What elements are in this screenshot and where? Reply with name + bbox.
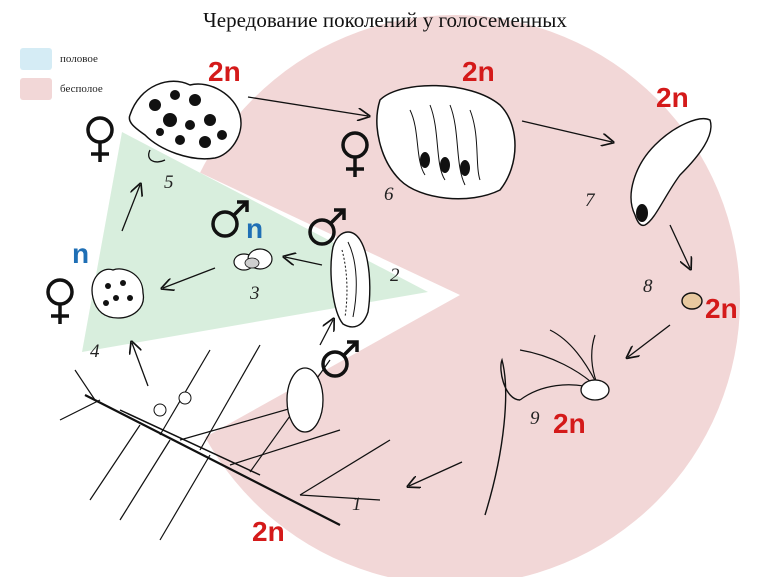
- stage-number: 7: [585, 190, 595, 211]
- stage-number: 6: [384, 184, 394, 205]
- ploidy-label: 2n: [705, 293, 738, 324]
- fertilized-cone-scale-illustration: [376, 84, 516, 200]
- male-symbol-icon: [211, 200, 249, 238]
- stage-number: 4: [90, 341, 100, 362]
- female-cone-scale-illustration: [128, 80, 242, 163]
- arrow-9-to-1: [409, 461, 463, 486]
- legend-swatch-asexual: [20, 78, 52, 100]
- stage-number: 5: [164, 172, 174, 193]
- legend-label-sexual: половое: [60, 53, 98, 65]
- arrow-8-to-9: [628, 324, 671, 357]
- arrow-1-to-2: [319, 320, 333, 346]
- stage-number: 9: [530, 408, 540, 429]
- diagram-title: Чередование поколений у голосеменных: [203, 8, 567, 32]
- ploidy-label: n: [72, 238, 90, 269]
- ploidy-label: 2n: [656, 82, 689, 113]
- arrow-3-to-4: [163, 267, 216, 288]
- ovule-illustration: [91, 268, 145, 319]
- ploidy-label: n: [246, 213, 264, 244]
- arrow-5-to-6: [247, 96, 368, 116]
- female-symbol-icon: [86, 116, 114, 162]
- legend-swatch-sexual: [20, 48, 52, 70]
- ploidy-label: 2n: [462, 56, 495, 87]
- male-symbol-icon: [308, 208, 346, 246]
- ploidy-label: 2n: [252, 516, 285, 547]
- stage-number: 8: [643, 276, 653, 297]
- ploidy-label: 2n: [208, 56, 241, 87]
- female-symbol-icon: [341, 131, 369, 177]
- stage-number: 1: [352, 494, 362, 515]
- pine-branch-illustration: [59, 344, 391, 541]
- arrow-2-to-3: [285, 257, 323, 266]
- female-symbol-icon: [46, 278, 74, 324]
- arrow-6-to-7: [521, 120, 612, 142]
- seedling-illustration: [484, 329, 610, 516]
- pollen-grain-illustration: [233, 248, 273, 271]
- arrow-4-to-5: [121, 185, 140, 232]
- ploidy-label: 2n: [553, 408, 586, 439]
- male-cone-section-illustration: [330, 231, 371, 328]
- legend-label-asexual: бесполое: [60, 83, 103, 95]
- stage-number: 2: [390, 265, 400, 286]
- stage-number: 3: [250, 283, 260, 304]
- seed-illustration: [681, 292, 703, 310]
- male-symbol-icon: [321, 340, 359, 378]
- arrow-7-to-8: [669, 224, 690, 268]
- winged-seed-illustration: [630, 118, 712, 227]
- arrow-1-to-4: [132, 343, 149, 387]
